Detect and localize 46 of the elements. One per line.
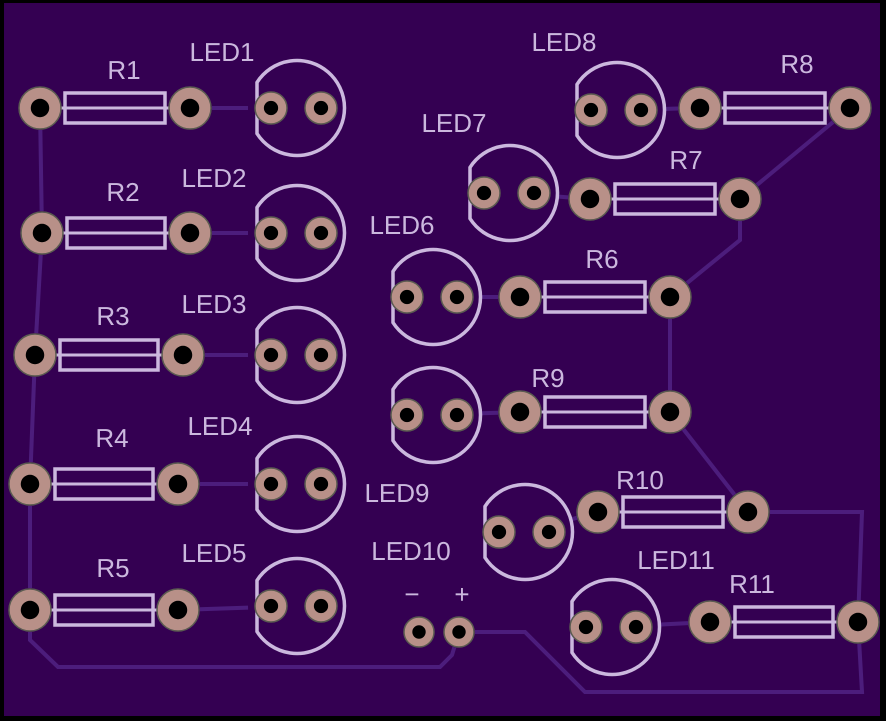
copper-trace	[28, 632, 456, 669]
reference-designator: R11	[729, 570, 775, 598]
copper-trace	[205, 353, 248, 357]
copper-trace	[668, 319, 672, 390]
copper-trace	[28, 506, 32, 588]
reference-designator: R5	[96, 554, 130, 582]
reference-designator: LED11	[637, 546, 715, 574]
reference-designator: LED6	[369, 211, 435, 239]
copper-trace	[38, 130, 44, 212]
copper-trace	[34, 254, 43, 334]
copper-trace	[212, 231, 248, 235]
polarity-mark: −	[404, 580, 420, 608]
reference-designator: LED2	[181, 164, 247, 192]
reference-designator: R2	[106, 178, 140, 206]
copper-trace	[482, 295, 498, 299]
copper-trace	[682, 428, 736, 496]
reference-designator: R1	[107, 56, 141, 84]
reference-designator: LED10	[371, 537, 451, 565]
reference-designator: R10	[616, 466, 664, 494]
reference-designator: R3	[96, 302, 130, 330]
reference-designator: R9	[531, 364, 565, 392]
copper-trace	[212, 106, 248, 110]
polarity-mark: +	[454, 580, 470, 608]
reference-designator: LED7	[421, 109, 487, 137]
reference-designator: LED4	[187, 412, 253, 440]
copper-trace	[558, 194, 568, 200]
reference-designator: R8	[780, 50, 814, 78]
reference-designator: LED1	[189, 38, 255, 66]
copper-trace	[200, 482, 248, 486]
reference-designator: R7	[669, 146, 703, 174]
reference-designator: LED5	[181, 539, 247, 567]
copper-trace	[200, 606, 248, 612]
copper-trace	[686, 221, 742, 285]
reference-designator: R6	[585, 245, 619, 273]
copper-trace	[28, 376, 36, 462]
copper-trace	[475, 630, 864, 694]
reference-designator: LED3	[181, 290, 247, 318]
copper-trace	[482, 410, 498, 416]
reference-designator: R4	[95, 424, 129, 452]
copper-trace	[756, 120, 834, 187]
copper-trace	[770, 510, 864, 600]
copper-trace	[572, 516, 578, 521]
copper-trace	[666, 106, 678, 111]
reference-designator: LED8	[531, 28, 597, 56]
copper-trace	[660, 621, 688, 626]
reference-designator: LED9	[364, 479, 430, 507]
